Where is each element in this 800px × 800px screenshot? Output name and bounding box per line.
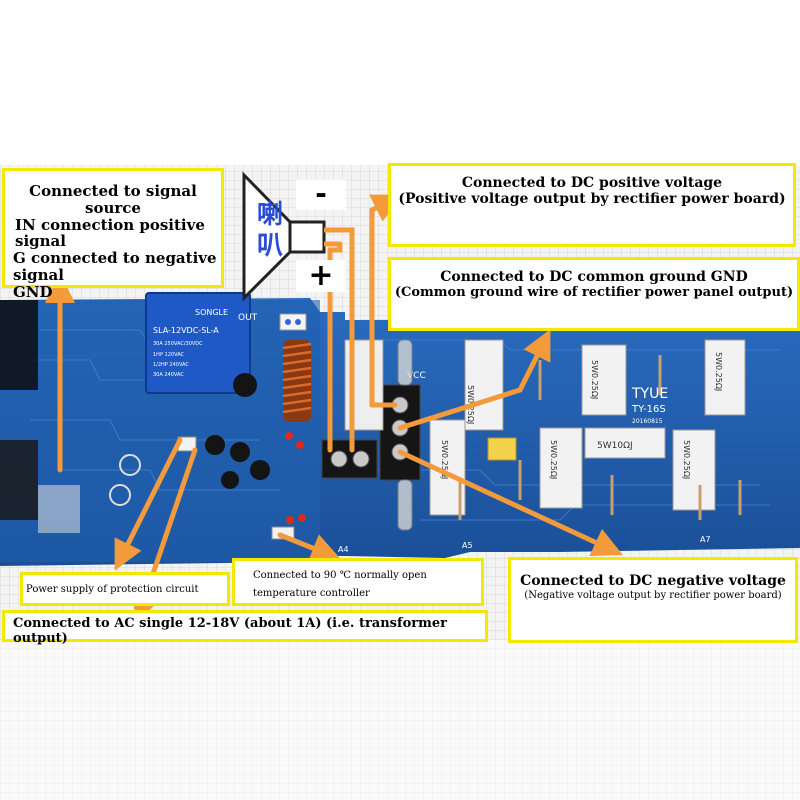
resistor-label-7: 5W0.25ΩJ — [682, 440, 691, 479]
dc-negative-line-2: (Negative voltage output by rectifier po… — [524, 589, 782, 601]
capacitors — [109, 373, 270, 506]
resistor-label-4: 5W0.25ΩJ — [714, 352, 723, 391]
date-label: 20160815 — [632, 418, 663, 425]
dc-ground-line-1: Connected to DC common ground GND — [440, 269, 748, 285]
inductor-coil — [282, 340, 312, 422]
red-led-2 — [296, 441, 304, 449]
callout-dc-ground: Connected to DC common ground GND (Commo… — [388, 257, 800, 331]
resistor-label-3: 5W0.25ΩJ — [590, 360, 599, 399]
callout-protection: Power supply of protection circuit — [20, 572, 230, 606]
small-terminal — [279, 313, 307, 331]
signal-source-line-4: GND — [13, 282, 53, 301]
yellow-capacitor — [487, 437, 517, 461]
label-a5: A5 — [462, 541, 473, 550]
top-white-area — [0, 0, 800, 165]
model-label: TY-16S — [631, 404, 666, 415]
protection-text: Power supply of protection circuit — [26, 584, 199, 595]
callout-signal-source: Connected to signal source IN connection… — [2, 168, 224, 300]
label-a4: A4 — [338, 545, 349, 554]
temperature-line-2: temperature controller — [253, 588, 370, 599]
dc-positive-arrow — [369, 194, 403, 408]
protection-arrow — [114, 437, 183, 571]
connection-lines — [45, 194, 623, 624]
speaker-plus-sign: + — [296, 260, 346, 292]
relay-rating-2: 1HP 120VAC — [153, 352, 185, 358]
relay-model: SLA-12VDC-SL-A — [153, 326, 219, 335]
dc-negative-arrow — [397, 449, 623, 557]
relay-rating-4: 30A 240VAC — [153, 372, 184, 378]
speaker-label-char2: 叭 — [257, 231, 284, 261]
temperature-arrow — [277, 532, 342, 563]
fuses — [397, 339, 413, 531]
signal-source-line-2: IN connection positive signal — [15, 215, 205, 251]
speaker-wire-minus — [337, 227, 355, 453]
relay-rating-1: 30A 250VAC/30VDC — [153, 341, 203, 347]
signal-source-line-1: Connected to signal source — [29, 182, 197, 217]
dc-negative-line-1: Connected to DC negative voltage — [520, 573, 786, 589]
callout-temperature: Connected to 90 ℃ normally open temperat… — [232, 558, 484, 606]
ac-input-text: Connected to AC single 12-18V (about 1A)… — [13, 616, 447, 646]
speaker-icon — [242, 171, 340, 302]
brand-label: TYUE — [631, 386, 668, 402]
relay-brand: SONGLE — [195, 308, 228, 317]
resistor-label-6: 5W10ΩJ — [597, 441, 633, 451]
red-led-1 — [285, 432, 293, 440]
callout-dc-positive: Connected to DC positive voltage (Positi… — [388, 163, 796, 247]
relay: SONGLE SLA-12VDC-SL-A 30A 250VAC/30VDC 1… — [145, 292, 251, 394]
dc-ground-line-2: (Common ground wire of rectifier power p… — [394, 284, 794, 300]
signal-source-line-3: G connected to negative signal — [13, 249, 217, 284]
bottom-fade — [0, 640, 800, 800]
terminal-block-right — [379, 384, 421, 481]
dc-positive-line-1: Connected to DC positive voltage — [461, 175, 723, 191]
speaker-minus-sign: - — [296, 180, 346, 210]
small-resistors — [458, 355, 742, 520]
callout-dc-negative: Connected to DC negative voltage (Negati… — [508, 557, 798, 643]
red-led-3 — [286, 516, 294, 524]
terminal-hole-1 — [285, 319, 291, 325]
label-a7: A7 — [700, 535, 711, 544]
terminal-hole-2 — [295, 319, 301, 325]
dc-positive-line-2: (Positive voltage output by rectifier po… — [398, 190, 786, 207]
temperature-line-1: Connected to 90 ℃ normally open — [253, 570, 427, 581]
label-vcc: VCC — [407, 371, 426, 381]
resistor-label-5: 5W0.25ΩJ — [549, 440, 558, 479]
speaker-label-char1: 喇 — [257, 200, 284, 230]
dc-ground-arrow — [397, 329, 551, 431]
callout-ac-input: Connected to AC single 12-18V (about 1A)… — [2, 610, 488, 645]
label-out: OUT — [238, 313, 258, 323]
resistor-label-2: 5W0.25ΩJ — [440, 440, 449, 479]
red-led-4 — [298, 514, 306, 522]
relay-rating-3: 1/2HP 240VAC — [153, 362, 189, 368]
speaker-wire-plus — [327, 241, 343, 453]
